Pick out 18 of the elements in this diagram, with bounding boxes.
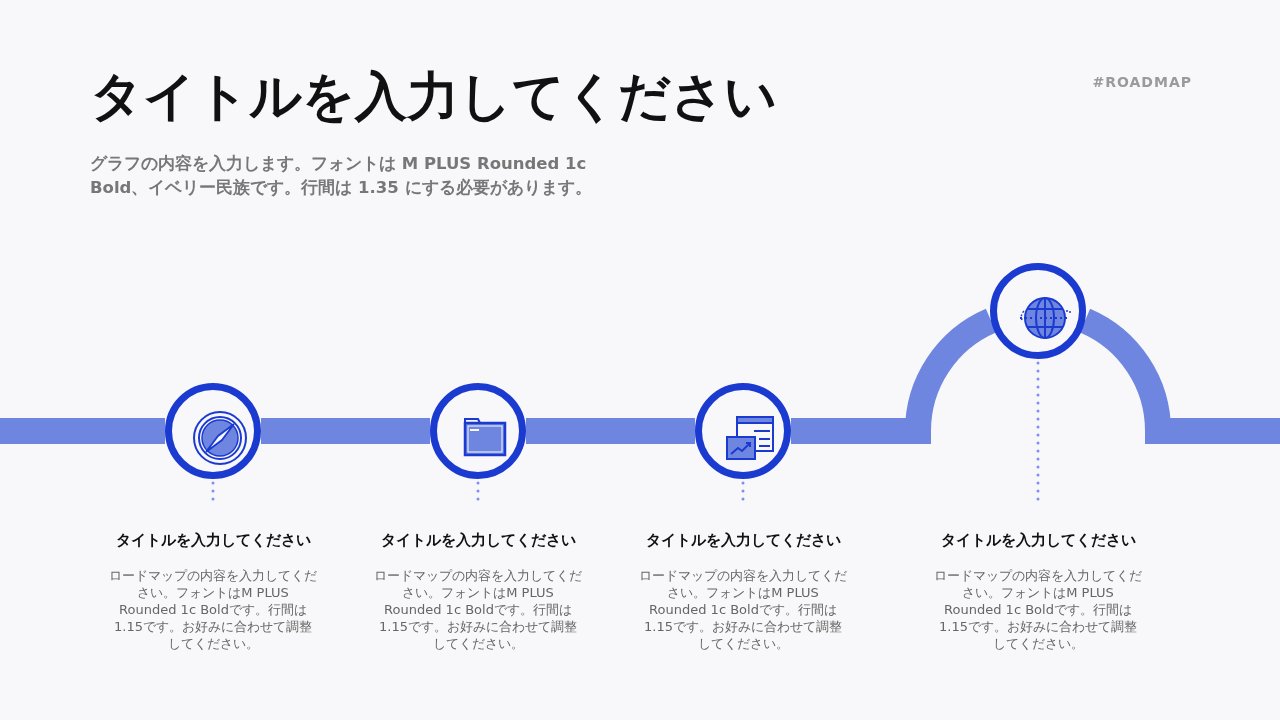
step-description: ロードマップの内容を入力してください。フォントはM PLUS Rounded 1c Boldです。行間は1.15です。お好みに合わせて調整してください。 [638,568,848,653]
dotted-line [741,481,745,503]
step-title: タイトルを入力してください [114,531,312,550]
step-title: タイトルを入力してください [379,531,577,550]
step-description: ロードマップの内容を入力してください。フォントはM PLUS Rounded 1c Boldです。行間は1.15です。お好みに合わせて調整してください。 [373,568,583,653]
road-band [526,418,695,444]
road-band [261,418,430,444]
dotted-line [1036,361,1040,503]
step-title: タイトルを入力してください [939,531,1137,550]
road-band [0,418,165,444]
dotted-line [476,481,480,503]
step-description: ロードマップの内容を入力してください。フォントはM PLUS Rounded 1c Boldです。行間は1.15です。お好みに合わせて調整してください。 [933,568,1143,653]
subtitle-text: グラフの内容を入力します。フォントは M PLUS Rounded 1c Bold、イベリー民族です。行間は 1.35 にする必要があります。 [90,153,593,199]
dotted-line [211,481,215,503]
tag-label: #ROADMAP [1091,74,1192,90]
page-title: タイトルを入力してください [90,65,777,128]
step-description: ロードマップの内容を入力してください。フォントはM PLUS Rounded 1c Boldです。行間は1.15です。お好みに合わせて調整してください。 [108,568,318,653]
step-title: タイトルを入力してください [644,531,842,550]
